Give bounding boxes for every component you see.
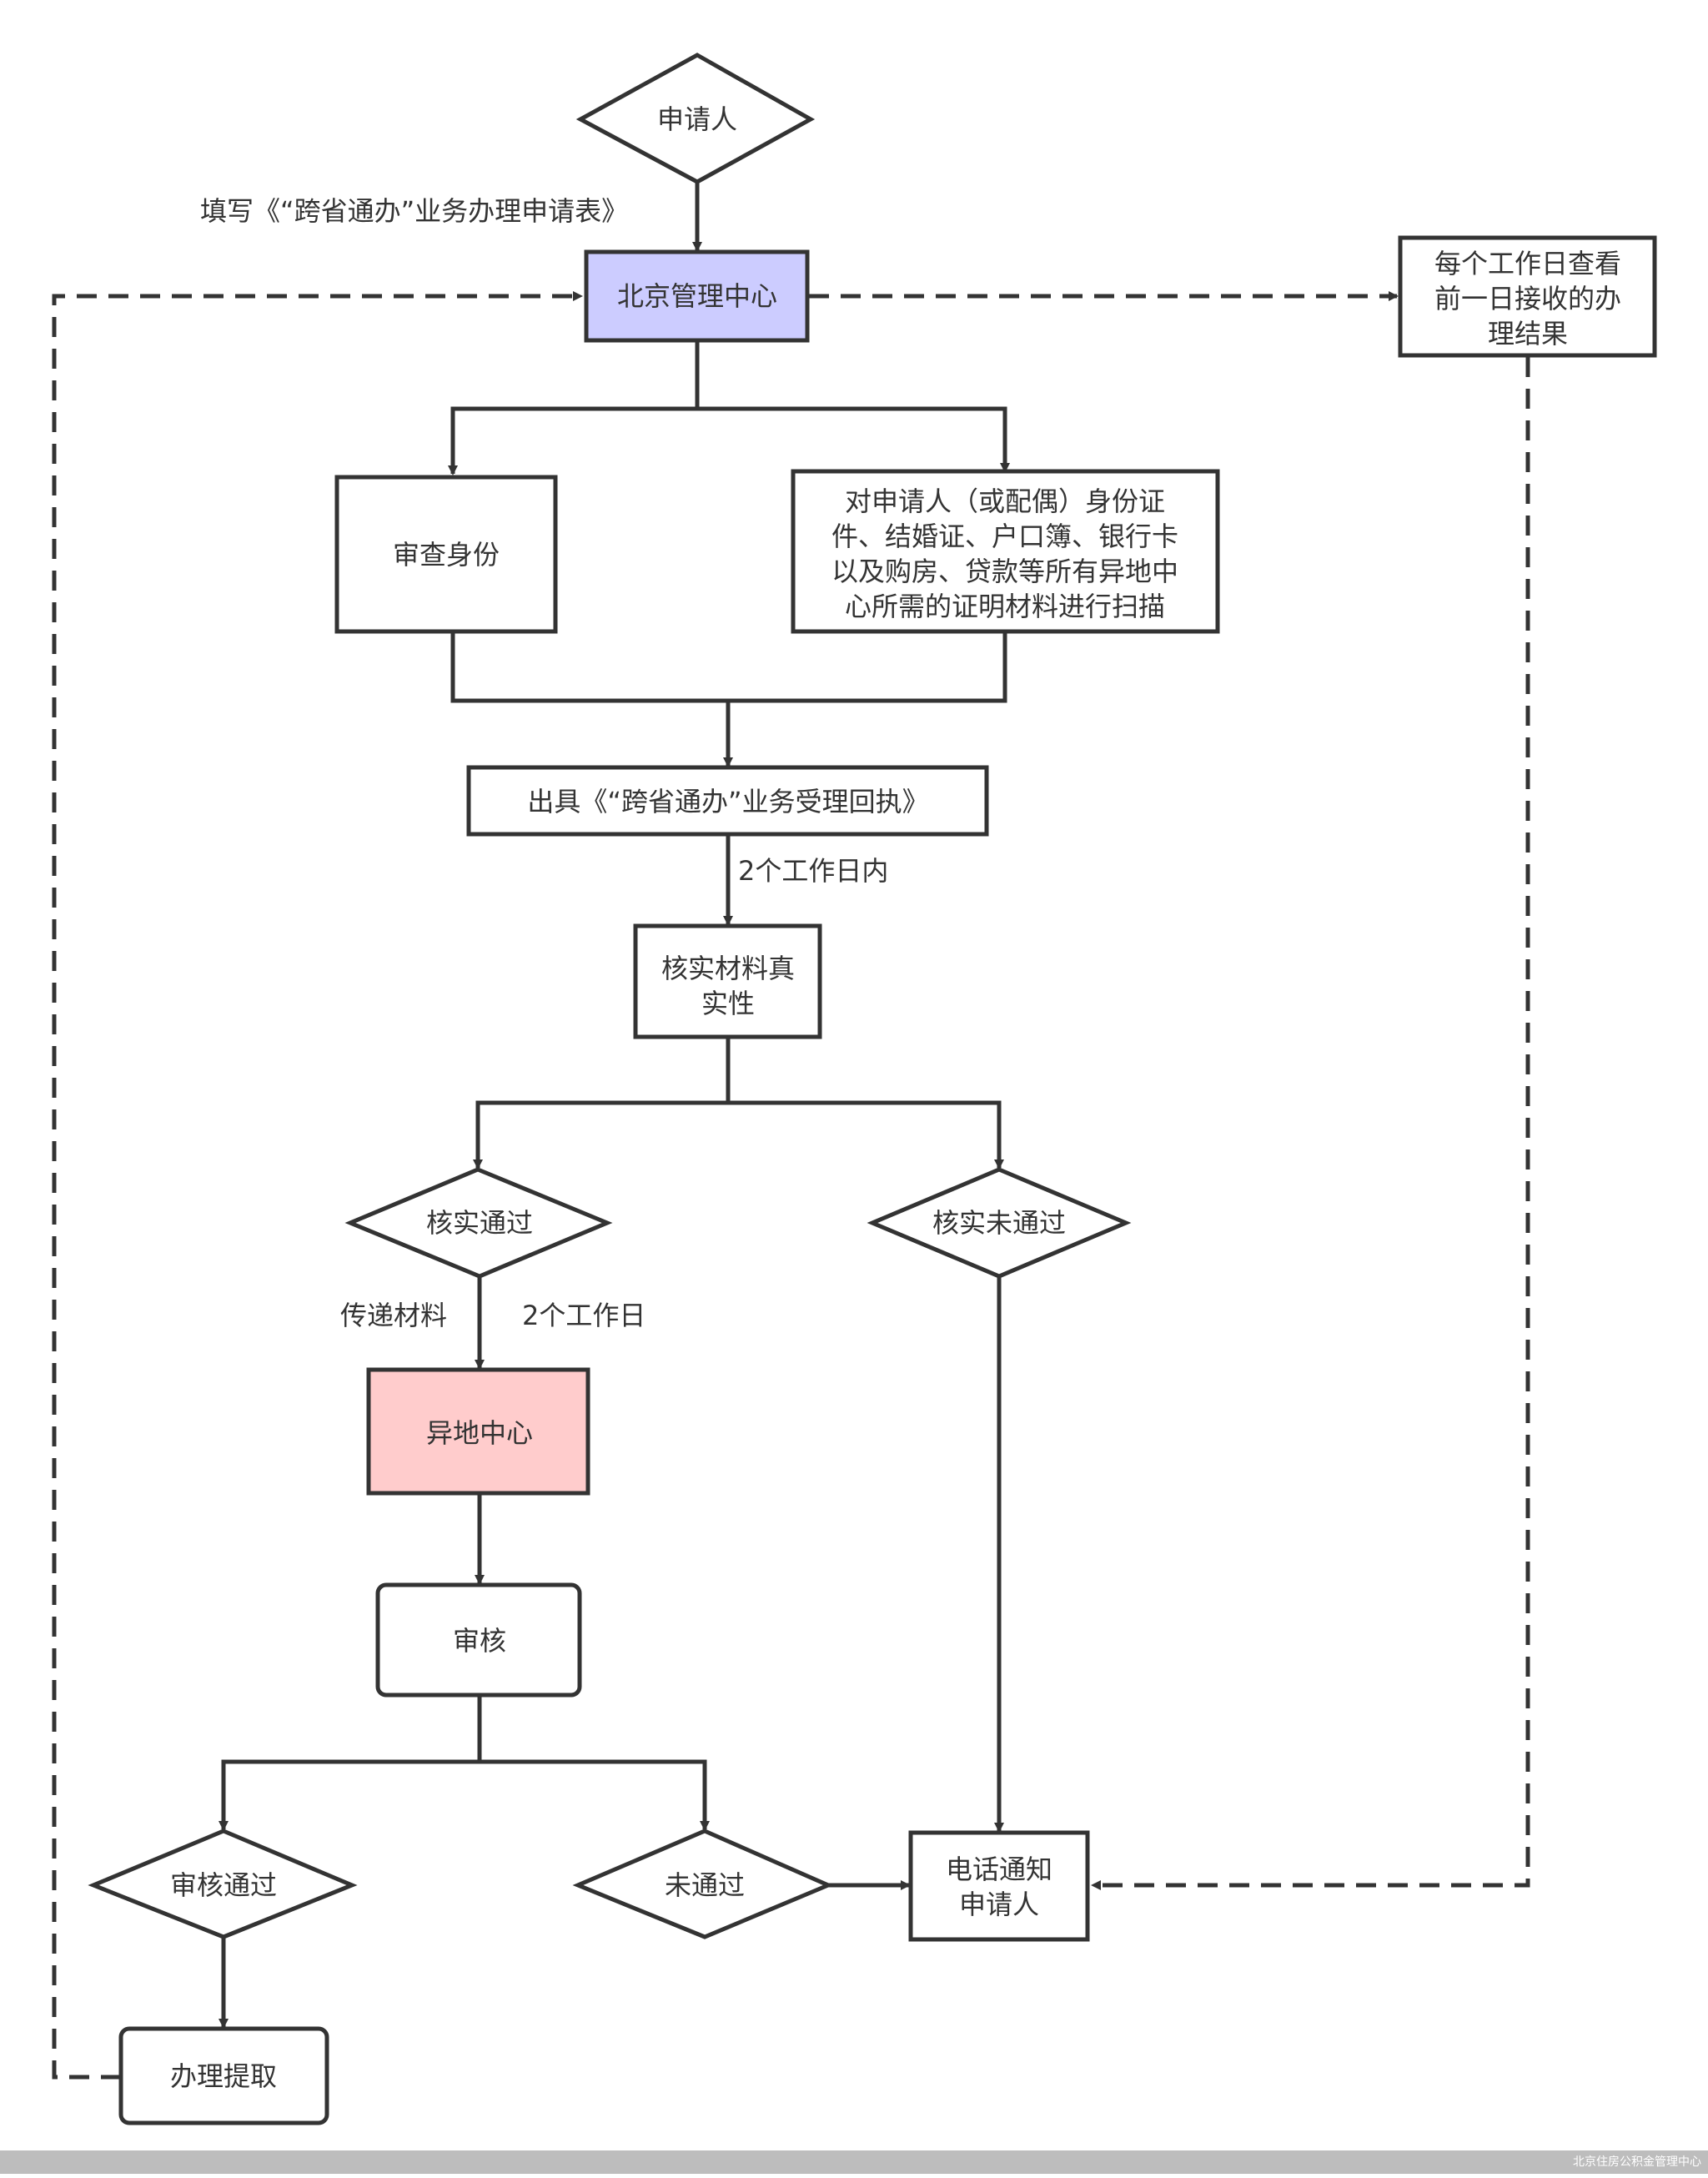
node-phone-notify — [908, 1830, 1090, 1942]
node-withdraw — [118, 2026, 329, 2125]
edge-verify-split-right — [728, 1100, 1004, 1169]
edge-withdraw-to-beijing — [52, 291, 583, 2080]
text-scan-1: 对申请人（或配偶）身份证 — [845, 485, 1165, 517]
node-beijing-center — [584, 249, 810, 343]
node-applicant — [575, 53, 816, 184]
node-verify-authenticity — [633, 923, 822, 1039]
text-daily-check-3: 理结果 — [1488, 318, 1568, 350]
label-two-days: 2个工作日 — [522, 1300, 646, 1331]
node-remote-center — [366, 1367, 590, 1496]
edge-review-split-right — [480, 1759, 710, 1831]
text-phone-notify-1: 电话通知 — [946, 1854, 1052, 1885]
node-verified-pass — [344, 1167, 613, 1279]
edge-verify-split-left — [473, 1037, 731, 1169]
edge-dailycheck-to-notify — [1091, 357, 1530, 1890]
text-verify-identity: 审查身份 — [393, 539, 500, 571]
text-verified-pass: 核实通过 — [426, 1207, 533, 1239]
edge-beijing-split — [448, 340, 700, 475]
label-fill-form: 填写《“跨省通办”业务办理申请表》 — [200, 195, 628, 227]
edge-beijing-split-right — [697, 406, 1010, 473]
text-review: 审核 — [453, 1625, 506, 1657]
text-receipt: 出具《“跨省通办”业务受理回执》 — [527, 786, 928, 817]
edge-merge-right — [728, 631, 1007, 703]
text-verify-authenticity-1: 核实材料真 — [661, 953, 795, 984]
node-verify-identity — [334, 475, 558, 634]
text-withdraw: 办理提取 — [170, 2060, 277, 2092]
node-scan-materials — [791, 469, 1220, 634]
text-daily-check-1: 每个工作日查看 — [1434, 248, 1621, 279]
text-verify-authenticity-2: 实性 — [701, 988, 755, 1019]
text-not-pass: 未通过 — [665, 1869, 745, 1901]
text-phone-notify-2: 申请人 — [959, 1889, 1039, 1920]
watermark-text: 北京住房公积金管理中心 — [1573, 2155, 1701, 2169]
label-within-2-days: 2个工作日内 — [738, 855, 888, 887]
text-scan-3: 以及购房、贷款等所有异地中 — [831, 556, 1178, 587]
node-not-pass — [572, 1828, 834, 1939]
text-beijing-center: 北京管理中心 — [617, 280, 777, 312]
label-transfer-materials: 传递材料 — [340, 1300, 447, 1331]
text-verified-fail: 核实未通过 — [932, 1207, 1066, 1239]
text-scan-2: 件、结婚证、户口簿、银行卡 — [831, 521, 1178, 552]
node-daily-check — [1398, 235, 1657, 358]
edge-review-split-left — [219, 1695, 482, 1831]
text-applicant: 申请人 — [657, 103, 737, 135]
text-remote-center: 异地中心 — [426, 1417, 533, 1449]
node-verified-fail — [867, 1167, 1132, 1279]
node-receipt — [466, 765, 989, 837]
text-daily-check-2: 前一日接收的办 — [1434, 283, 1621, 314]
edge-merge-left — [450, 631, 728, 703]
node-review — [375, 1582, 582, 1698]
text-review-pass: 审核通过 — [170, 1869, 277, 1901]
node-review-pass — [88, 1828, 358, 1939]
footer-bar — [0, 2150, 1708, 2174]
text-scan-4: 心所需的证明材料进行扫描 — [845, 591, 1165, 622]
